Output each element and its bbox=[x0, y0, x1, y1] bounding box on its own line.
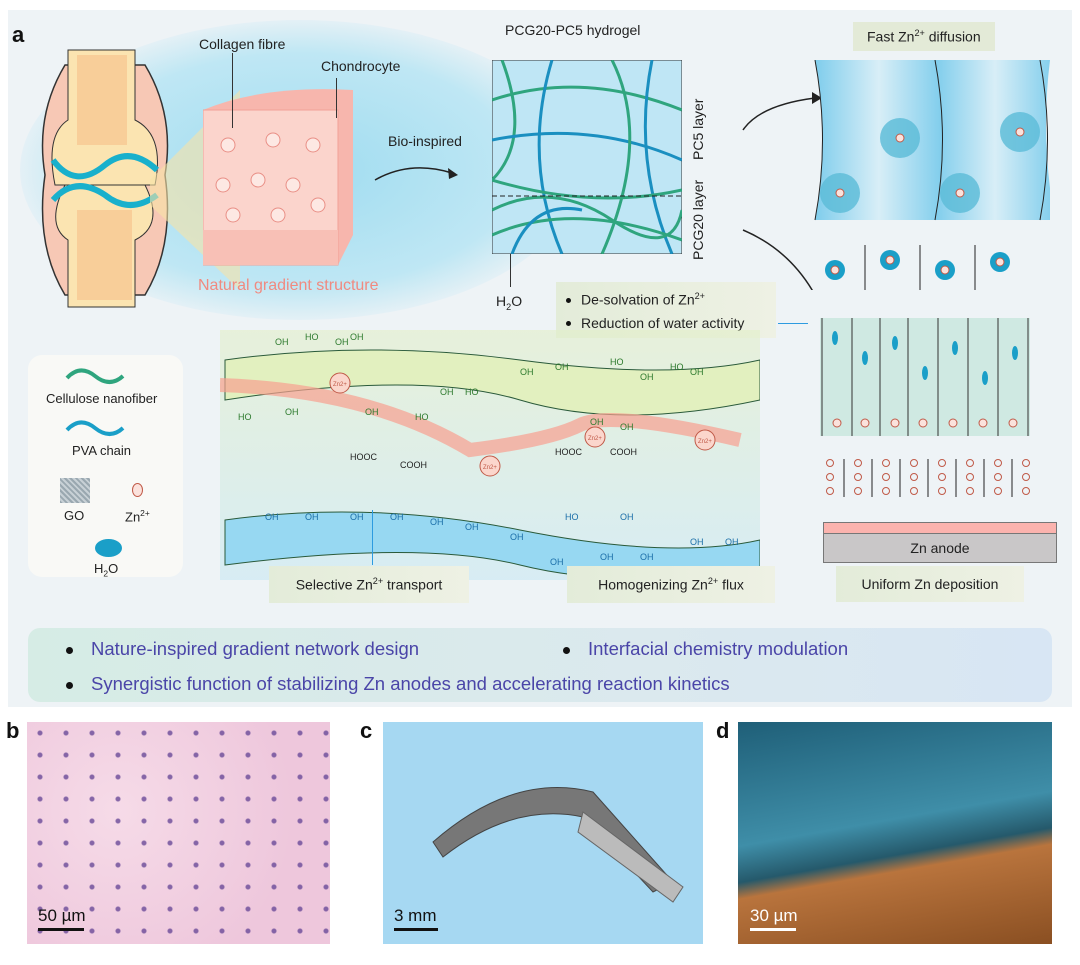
chem-label: OH bbox=[335, 337, 349, 347]
uniform-deposition-box: Uniform Zn deposition bbox=[836, 566, 1024, 602]
collagen-fibre-label: Collagen fibre bbox=[199, 36, 286, 52]
chem-label: HO bbox=[305, 332, 319, 342]
desolvation-item: De-solvation of Zn2+ bbox=[566, 285, 766, 312]
chem-label: OH bbox=[350, 332, 364, 342]
blue-pointer-arrow bbox=[778, 323, 808, 324]
chem-label: OH bbox=[265, 512, 279, 522]
chem-label: OH bbox=[690, 367, 704, 377]
h2o-leader-line bbox=[510, 254, 511, 287]
chem-label: OH bbox=[390, 512, 404, 522]
bio-inspired-label: Bio-inspired bbox=[388, 133, 462, 149]
sem-image bbox=[738, 722, 1052, 944]
panel-b-scale-label: 50 µm bbox=[38, 906, 86, 925]
chem-label: OH bbox=[690, 537, 704, 547]
pc5-layer-label: PC5 layer bbox=[690, 98, 706, 160]
legend-cellulose: Cellulose nanofiber bbox=[46, 391, 158, 406]
chem-label: OH bbox=[590, 417, 604, 427]
chem-label: OH bbox=[550, 557, 564, 567]
chem-label: OH bbox=[600, 552, 614, 562]
h2o-label: H2O bbox=[496, 293, 523, 312]
chem-label: OH bbox=[305, 512, 319, 522]
chondrocyte-leader-line bbox=[336, 78, 337, 118]
chem-label: HO bbox=[670, 362, 684, 372]
solvated-ions-arrows bbox=[825, 245, 1010, 290]
chem-label: OH bbox=[350, 512, 364, 522]
legend-zn: Zn2+ bbox=[125, 508, 150, 525]
panel-c-label: c bbox=[360, 718, 373, 743]
chem-label: OH bbox=[725, 537, 739, 547]
cellulose-legend-icon bbox=[65, 368, 125, 384]
zn-anode: Zn anode bbox=[823, 533, 1057, 563]
layer-arrows bbox=[742, 92, 822, 290]
hydrogel-network-illustration bbox=[492, 60, 682, 254]
pcg20-layer-label: PCG20 layer bbox=[690, 179, 706, 260]
panel-d-scale-label: 30 µm bbox=[750, 906, 798, 925]
selective-pointer-line bbox=[372, 510, 373, 565]
hydrogel-photo bbox=[383, 722, 703, 944]
chem-label: HO bbox=[610, 357, 624, 367]
go-legend-icon bbox=[60, 478, 90, 503]
chem-label: OH bbox=[430, 517, 444, 527]
zn-ion-label: Zn2+ bbox=[333, 382, 347, 388]
chem-label: HOOC bbox=[555, 447, 583, 457]
bio-inspired-arrow bbox=[374, 167, 458, 181]
homogenizing-flux-box: Homogenizing Zn2+ flux bbox=[567, 566, 775, 603]
chem-label: OH bbox=[285, 407, 299, 417]
chem-label: HO bbox=[238, 412, 252, 422]
chem-label: HO bbox=[465, 387, 479, 397]
summary-item-2: Interfacial chemistry modulation bbox=[563, 638, 848, 660]
panel-c-scale-label: 3 mm bbox=[394, 906, 437, 925]
chem-label: HOOC bbox=[350, 452, 378, 462]
chem-label: COOH bbox=[400, 460, 427, 470]
panel-b-scale-bar bbox=[38, 928, 84, 931]
panel-c-scale-bar bbox=[394, 928, 438, 931]
summary-item-3: Synergistic function of stabilizing Zn a… bbox=[66, 673, 730, 695]
collagen-leader-line bbox=[232, 53, 233, 128]
zn-ion-label: Zn2+ bbox=[483, 465, 497, 471]
cartilage-block-illustration bbox=[203, 89, 353, 266]
chem-label: OH bbox=[365, 407, 379, 417]
zn-flux-illustration bbox=[826, 459, 1030, 497]
legend-pva: PVA chain bbox=[72, 443, 132, 458]
water-activity-item: Reduction of water activity bbox=[566, 312, 766, 335]
legend-h2o: H2O bbox=[94, 561, 119, 579]
chem-label: OH bbox=[640, 552, 654, 562]
chem-label: OH bbox=[620, 422, 634, 432]
fast-diffusion-illustration bbox=[814, 60, 1050, 221]
chem-label: OH bbox=[465, 522, 479, 532]
deposition-illustration bbox=[820, 318, 1030, 436]
summary-box bbox=[28, 628, 1052, 702]
knee-joint-illustration bbox=[41, 49, 169, 308]
h2o-legend-icon bbox=[95, 539, 122, 557]
summary-item-1: Nature-inspired gradient network design bbox=[66, 638, 419, 660]
chem-label: OH bbox=[520, 367, 534, 377]
chem-label: HO bbox=[565, 512, 579, 522]
panel-d-scale-bar bbox=[750, 928, 796, 931]
chem-label: OH bbox=[275, 337, 289, 347]
panel-b-label: b bbox=[6, 718, 20, 743]
zn-ion-label: Zn2+ bbox=[588, 436, 602, 442]
chem-label: OH bbox=[510, 532, 524, 542]
chem-label: COOH bbox=[610, 447, 637, 457]
chem-label: HO bbox=[415, 412, 429, 422]
chem-label: OH bbox=[640, 372, 654, 382]
pva-legend-icon bbox=[65, 420, 125, 436]
zn-legend-icon bbox=[132, 483, 143, 497]
chem-label: OH bbox=[620, 512, 634, 522]
chem-label: OH bbox=[555, 362, 569, 372]
fast-diffusion-box: Fast Zn2+ diffusion bbox=[853, 22, 995, 51]
chondrocyte-label: Chondrocyte bbox=[321, 58, 401, 74]
panel-a-label: a bbox=[12, 22, 25, 47]
natural-gradient-label: Natural gradient structure bbox=[198, 277, 379, 294]
legend-go: GO bbox=[64, 508, 85, 523]
zn-ion-label: Zn2+ bbox=[698, 439, 712, 445]
hydrogel-title: PCG20-PC5 hydrogel bbox=[505, 22, 641, 38]
desolvation-box: De-solvation of Zn2+ Reduction of water … bbox=[556, 282, 776, 338]
selective-transport-box: Selective Zn2+ transport bbox=[269, 566, 469, 603]
panel-d-label: d bbox=[716, 718, 730, 743]
cartilage-histology-image bbox=[27, 722, 330, 944]
chem-label: OH bbox=[440, 387, 454, 397]
